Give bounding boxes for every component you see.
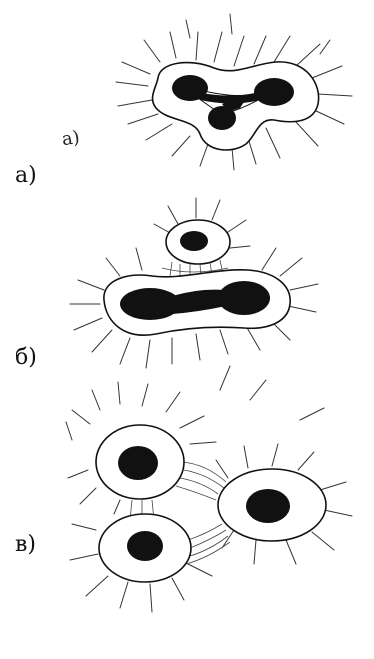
panel-label-b: б) bbox=[15, 347, 37, 369]
panel-a-cluster bbox=[116, 14, 352, 170]
core-c3 bbox=[127, 531, 163, 561]
panel-c-cluster bbox=[66, 366, 352, 612]
core-c1 bbox=[118, 446, 158, 480]
panel-label-c: в) bbox=[15, 534, 36, 556]
core-b2 bbox=[120, 288, 180, 320]
core-c2 bbox=[246, 489, 290, 523]
core-b1 bbox=[180, 231, 208, 251]
stray-label: а) bbox=[61, 129, 81, 149]
panel-label-a: а) bbox=[15, 165, 37, 187]
core-b3 bbox=[218, 281, 270, 315]
panel-b-cluster bbox=[70, 198, 318, 368]
